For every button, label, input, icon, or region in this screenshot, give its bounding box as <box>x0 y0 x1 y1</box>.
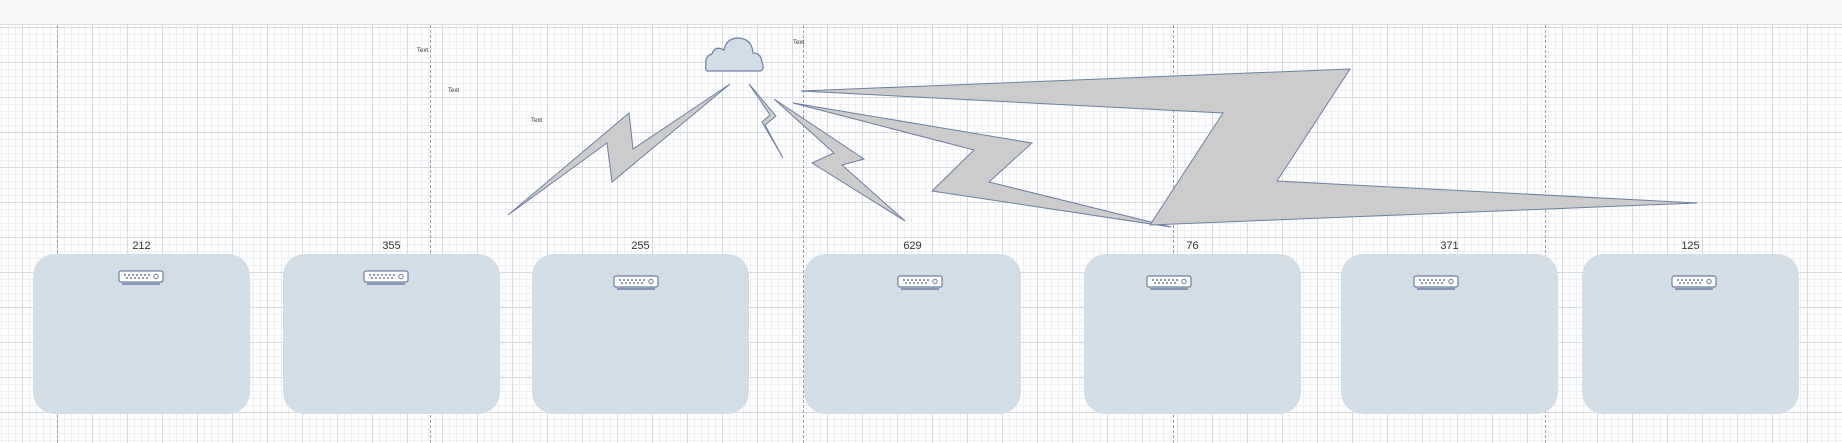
lightning-bolt-connector[interactable] <box>773 98 906 222</box>
network-switch-icon[interactable] <box>1671 274 1717 292</box>
group-label-7[interactable]: 125 <box>1681 240 1700 252</box>
group-label-4[interactable]: 629 <box>903 240 922 252</box>
page-break-line <box>1173 25 1174 443</box>
cloud-icon[interactable] <box>705 37 764 72</box>
lightning-bolt-connector[interactable] <box>800 68 1698 226</box>
lightning-bolt-connector[interactable] <box>748 83 784 159</box>
network-switch-icon[interactable] <box>118 269 164 287</box>
group-label-6[interactable]: 371 <box>1440 240 1459 252</box>
text-annotation[interactable]: Text <box>531 118 543 124</box>
lightning-bolt-connector[interactable] <box>792 102 1172 228</box>
network-switch-icon[interactable] <box>897 274 943 292</box>
page-break-line <box>430 25 431 443</box>
group-label-5[interactable]: 76 <box>1186 240 1199 252</box>
network-switch-icon[interactable] <box>1413 274 1459 292</box>
page-break-line <box>57 25 58 443</box>
network-switch-icon[interactable] <box>363 269 409 287</box>
group-label-1[interactable]: 212 <box>132 240 151 252</box>
top-toolbar <box>0 0 1842 25</box>
text-annotation[interactable]: Text <box>448 88 460 94</box>
network-switch-icon[interactable] <box>613 274 659 292</box>
page-break-line <box>1545 25 1546 443</box>
group-container-5[interactable] <box>1084 254 1301 414</box>
group-label-2[interactable]: 355 <box>382 240 401 252</box>
network-switch-icon[interactable] <box>1146 274 1192 292</box>
page-break-line <box>803 25 804 443</box>
group-label-3[interactable]: 255 <box>631 240 650 252</box>
lightning-bolt-connector[interactable] <box>507 83 731 216</box>
text-annotation[interactable]: Text <box>793 40 805 46</box>
text-annotation[interactable]: Text <box>417 48 429 54</box>
